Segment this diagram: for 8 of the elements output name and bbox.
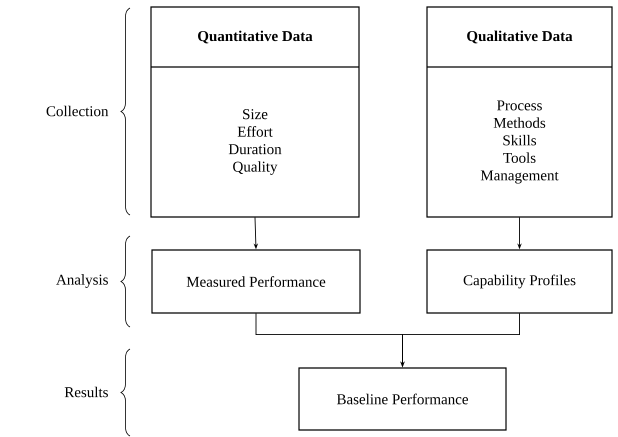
stage-label: Results [64, 386, 108, 398]
process-box: Quantitative Data Size Effort Duration Quality [150, 6, 360, 218]
stage-label: Collection [46, 106, 108, 116]
process-box: Measured Performance [151, 249, 361, 314]
process-box: Capability Profiles [426, 249, 613, 314]
process-box: Qualitative Data Process Methods Skills Tools Management [426, 6, 613, 218]
stage-label: Analysis [56, 274, 108, 288]
process-box: Baseline Performance [298, 367, 507, 431]
